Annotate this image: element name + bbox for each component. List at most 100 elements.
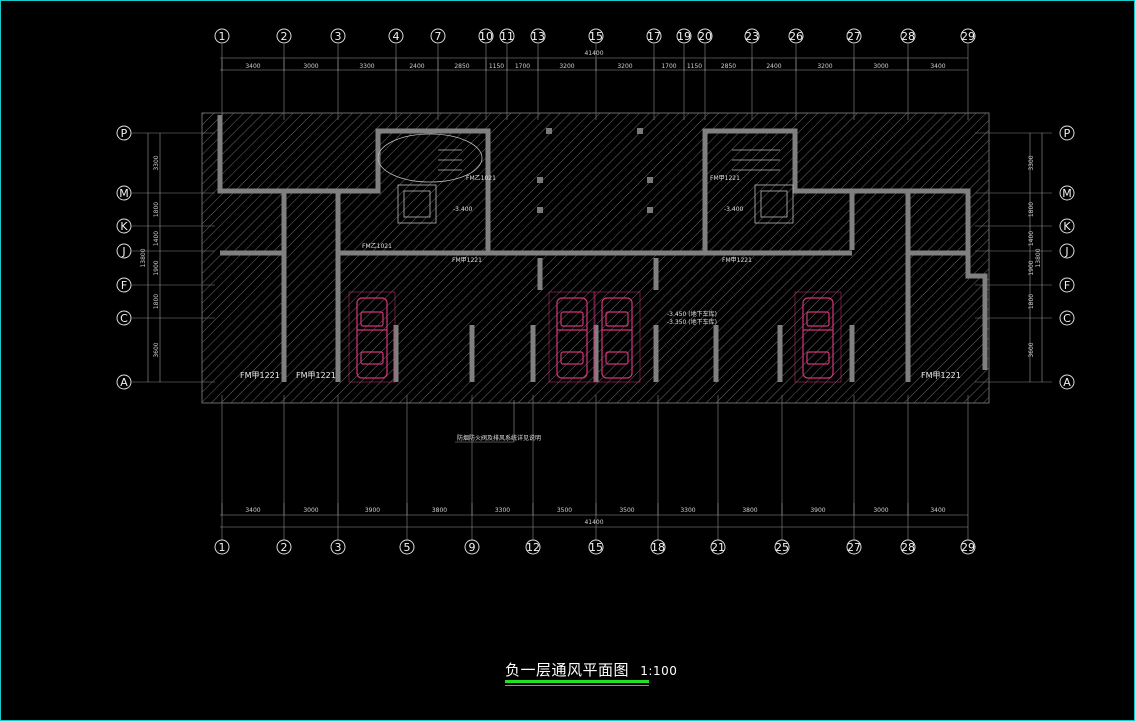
title-underline-thin xyxy=(505,685,649,686)
columns xyxy=(537,128,653,213)
top-dim-text: 1150 xyxy=(687,63,702,70)
bottom-dim-text: 3400 xyxy=(245,507,260,514)
axis-bubble-top-11-label: 11 xyxy=(500,30,514,43)
axis-bubble-top-15: 15 xyxy=(588,28,604,44)
drawing-scale: 1:100 xyxy=(640,664,678,678)
door-tag-3: FM甲1221 xyxy=(921,371,961,380)
bottom-dim-text: 3300 xyxy=(495,507,510,514)
ventilation-note: 防烟防火阀及排风系统详见说明 xyxy=(457,434,541,442)
axis-bubble-right-C-label: C xyxy=(1063,312,1071,325)
door-tag-6: FM甲1221 xyxy=(722,257,752,264)
axis-bubble-top-26-label: 26 xyxy=(789,30,803,43)
axis-bubble-top-20-label: 20 xyxy=(698,30,712,43)
axis-bubble-bottom-12: 12 xyxy=(525,539,541,555)
top-dim-text: 3200 xyxy=(617,63,632,70)
axis-bubble-top-3-label: 3 xyxy=(335,30,342,43)
bottom-dim-text: 3300 xyxy=(680,507,695,514)
axis-bubble-top-4: 4 xyxy=(388,28,404,44)
top-dim-text: 2850 xyxy=(721,63,736,70)
left-dim-text: 1900 xyxy=(153,260,160,275)
walls xyxy=(217,115,988,382)
top-dim-text: 3200 xyxy=(559,63,574,70)
axis-bubble-left-J: J xyxy=(116,243,132,259)
axis-bubble-bottom-29: 29 xyxy=(960,539,976,555)
title-underline xyxy=(505,680,649,683)
parking-car xyxy=(548,291,596,383)
axis-bubble-top-19-label: 19 xyxy=(677,30,691,43)
axis-bubble-top-3: 3 xyxy=(330,28,346,44)
axis-bubble-top-17: 17 xyxy=(646,28,662,44)
axis-bubble-left-C-label: C xyxy=(120,312,128,325)
axis-bubble-top-20: 20 xyxy=(697,28,713,44)
axis-bubble-right-P: P xyxy=(1059,125,1075,141)
left-total-dimension: 13800 xyxy=(140,248,147,267)
stair-core-left xyxy=(377,133,483,224)
bottom-dim-text: 3900 xyxy=(810,507,825,514)
overall-dimension-top: 41400 xyxy=(584,50,603,57)
bottom-dim-text: 3000 xyxy=(873,507,888,514)
right-dim-text: 1400 xyxy=(1028,231,1035,246)
axis-bubble-bottom-5-label: 5 xyxy=(404,541,411,554)
bottom-dim-text: 3500 xyxy=(557,507,572,514)
axis-bubble-left-M: M xyxy=(116,185,132,201)
bottom-dim-text: 3000 xyxy=(303,507,318,514)
axis-bubble-bottom-5: 5 xyxy=(399,539,415,555)
axis-bubble-top-4-label: 4 xyxy=(393,30,400,43)
axis-bubble-bottom-9: 9 xyxy=(464,539,480,555)
axis-bubble-left-P: P xyxy=(116,125,132,141)
axis-bubble-bottom-2-label: 2 xyxy=(281,541,288,554)
right-dim-text: 1900 xyxy=(1028,260,1035,275)
axis-bubble-top-28: 28 xyxy=(900,28,916,44)
axis-bubble-right-F-label: F xyxy=(1064,279,1070,292)
axis-bubble-left-K: K xyxy=(116,218,132,234)
axis-bubble-top-23-label: 23 xyxy=(745,30,759,43)
axis-bubble-left-C: C xyxy=(116,310,132,326)
top-dim-text: 3300 xyxy=(359,63,374,70)
door-tag-5: FM甲1221 xyxy=(452,257,482,264)
parking-cars xyxy=(348,291,842,383)
right-dim-text: 3300 xyxy=(1028,155,1035,170)
axis-bubble-top-15-label: 15 xyxy=(589,30,603,43)
axis-bubble-bottom-21: 21 xyxy=(710,539,726,555)
bottom-dim-text: 3800 xyxy=(742,507,757,514)
axis-bubble-bottom-28: 28 xyxy=(900,539,916,555)
axis-bubble-top-29-label: 29 xyxy=(961,30,975,43)
grid-lines-vertical xyxy=(221,44,969,540)
axis-bubble-right-P-label: P xyxy=(1064,127,1071,140)
axis-bubble-top-27-label: 27 xyxy=(847,30,861,43)
axis-bubble-right-J: J xyxy=(1059,243,1075,259)
axis-bubble-right-M: M xyxy=(1059,185,1075,201)
top-dim-text: 3000 xyxy=(303,63,318,70)
axis-bubble-left-A-label: A xyxy=(120,376,128,389)
top-dim-text: 2400 xyxy=(766,63,781,70)
top-dim-text: 2850 xyxy=(454,63,469,70)
axis-bubble-right-A: A xyxy=(1059,374,1075,390)
axis-bubble-top-23: 23 xyxy=(744,28,760,44)
garage-level-1: -3.450 (地下车库) xyxy=(667,310,717,318)
left-dim-text: 3300 xyxy=(153,155,160,170)
axis-bubble-top-28-label: 28 xyxy=(901,30,915,43)
bottom-dim-text: 3800 xyxy=(432,507,447,514)
axis-bubble-top-10-label: 10 xyxy=(479,30,493,43)
axis-bubble-left-P-label: P xyxy=(121,127,128,140)
axis-bubble-top-27: 27 xyxy=(846,28,862,44)
axis-bubble-top-10: 10 xyxy=(478,28,494,44)
bottom-dim-text: 3400 xyxy=(930,507,945,514)
axis-bubble-right-J-label: J xyxy=(1064,245,1068,258)
drawing-title-text: 负一层通风平面图 xyxy=(505,661,630,679)
bottom-dim-text: 3900 xyxy=(365,507,380,514)
axis-bubble-right-F: F xyxy=(1059,277,1075,293)
axis-bubble-top-19: 19 xyxy=(676,28,692,44)
axis-bubble-left-J-label: J xyxy=(121,245,125,258)
top-dim-text: 2400 xyxy=(409,63,424,70)
axis-bubble-bottom-9-label: 9 xyxy=(469,541,476,554)
top-dim-text: 1150 xyxy=(489,63,504,70)
axis-bubble-right-A-label: A xyxy=(1063,376,1071,389)
top-dim-text: 3200 xyxy=(817,63,832,70)
door-tag-1: FM甲1221 xyxy=(240,371,280,380)
axis-bubble-left-A: A xyxy=(116,374,132,390)
